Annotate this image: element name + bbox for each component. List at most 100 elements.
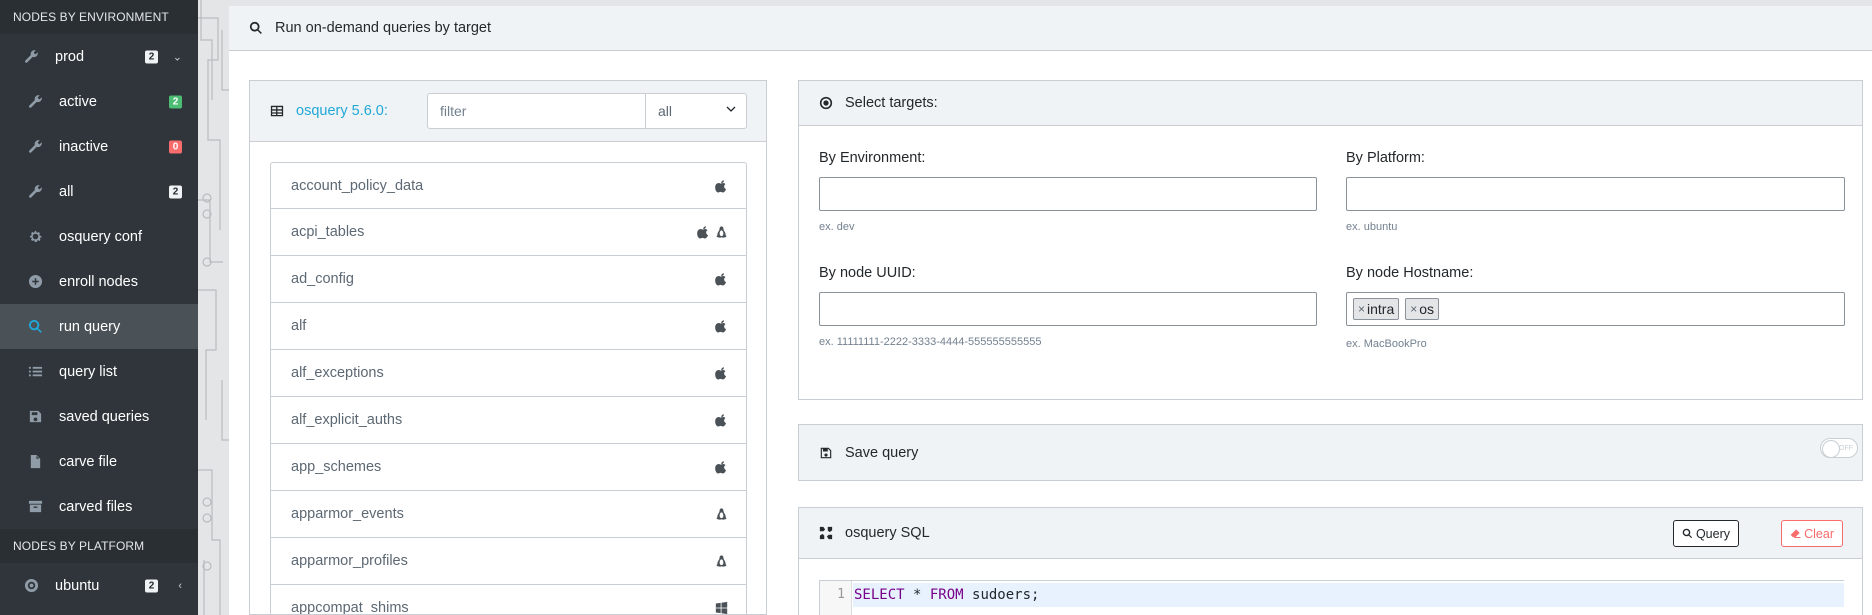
table-row[interactable]: alf_explicit_auths	[270, 397, 747, 444]
sidebar-item-carved-files[interactable]: carved files	[0, 484, 198, 529]
platform-filter-select[interactable]: all	[646, 93, 747, 129]
search-icon	[26, 318, 44, 336]
table-row[interactable]: appcompat_shims	[270, 585, 747, 615]
sidebar-item-enroll-nodes[interactable]: enroll nodes	[0, 259, 198, 304]
main-header: Run on-demand queries by target	[229, 6, 1872, 51]
run-query-button[interactable]: Query	[1672, 520, 1739, 547]
environment-hint: ex. dev	[819, 221, 855, 233]
main-panel: Run on-demand queries by target osquery …	[229, 6, 1872, 615]
select-targets-header: Select targets:	[799, 81, 1862, 126]
table-row[interactable]: apparmor_profiles	[270, 538, 747, 585]
wrench-icon	[26, 93, 44, 111]
count-badge: 2	[145, 50, 158, 63]
hostname-tag[interactable]: ×os	[1405, 298, 1440, 320]
osquery-sql-title: osquery SQL	[845, 525, 930, 541]
sidebar-item-prod[interactable]: prod 2 ⌄	[0, 34, 198, 79]
sidebar-item-ubuntu[interactable]: ubuntu 2 ‹	[0, 563, 198, 608]
apple-icon	[715, 273, 727, 286]
chevron-down-icon[interactable]: ⌄	[172, 51, 182, 63]
sidebar-item-label: enroll nodes	[59, 273, 138, 290]
search-icon	[1682, 528, 1693, 539]
table-row[interactable]: acpi_tables	[270, 209, 747, 256]
sidebar-item-label: osquery conf	[59, 228, 143, 245]
save-query-toggle[interactable]: OFF	[1820, 438, 1858, 458]
tables-header: osquery 5.6.0: all	[250, 81, 766, 142]
osquery-version-link[interactable]: osquery 5.6.0:	[296, 103, 388, 119]
table-row[interactable]: account_policy_data	[270, 162, 747, 209]
environment-label: By Environment:	[819, 150, 926, 166]
sidebar-item-osquery-conf[interactable]: osquery conf	[0, 214, 198, 259]
sidebar-item-active[interactable]: active 2	[0, 79, 198, 124]
file-icon	[26, 453, 44, 471]
uuid-input[interactable]	[819, 292, 1317, 326]
save-query-card: Save query OFF	[798, 424, 1863, 481]
plus-circle-icon	[26, 273, 44, 291]
table-name: appcompat_shims	[291, 600, 409, 615]
wrench-icon	[22, 48, 40, 66]
wrench-icon	[26, 138, 44, 156]
apple-icon	[715, 179, 727, 192]
uuid-hint: ex. 11111111-2222-3333-4444-555555555555	[819, 336, 1042, 348]
ubuntu-icon	[22, 577, 40, 595]
table-name: ad_config	[291, 271, 354, 287]
sidebar-item-label: inactive	[59, 138, 109, 155]
sidebar-item-saved-queries[interactable]: saved queries	[0, 394, 198, 439]
save-query-header: Save query OFF	[799, 425, 1862, 480]
platform-hint: ex. ubuntu	[1346, 221, 1398, 233]
target-icon	[819, 96, 835, 110]
osquery-sql-card: osquery SQL Query Clear 1 SELECT * FROM …	[798, 507, 1863, 615]
table-filter-input[interactable]	[427, 93, 646, 129]
sidebar-item-label: saved queries	[59, 408, 150, 425]
count-badge: 2	[169, 185, 182, 198]
table-icon	[270, 104, 286, 118]
hostname-tag[interactable]: ×intra	[1353, 298, 1400, 320]
sidebar-item-query-list[interactable]: query list	[0, 349, 198, 394]
sidebar-item-carve-file[interactable]: carve file	[0, 439, 198, 484]
hostname-input[interactable]: ×intra ×os	[1346, 292, 1845, 326]
hostname-label: By node Hostname:	[1346, 265, 1474, 281]
chevron-left-icon[interactable]: ‹	[178, 579, 182, 592]
table-name: app_schemes	[291, 459, 382, 475]
linux-icon	[716, 508, 727, 520]
sidebar-item-label: all	[59, 183, 74, 200]
table-row[interactable]: apparmor_events	[270, 491, 747, 538]
windows-icon	[715, 601, 728, 614]
sidebar-item-label: prod	[55, 48, 85, 65]
sql-editor[interactable]: 1 SELECT * FROM sudoers;	[819, 580, 1844, 615]
table-name: alf	[291, 318, 307, 334]
apple-icon	[715, 367, 727, 380]
sidebar-item-all[interactable]: all 2	[0, 169, 198, 214]
sidebar-item-run-query[interactable]: run query	[0, 304, 198, 349]
count-badge: 2	[169, 95, 182, 108]
tag-remove-icon[interactable]: ×	[1410, 302, 1418, 316]
table-row[interactable]: ad_config	[270, 256, 747, 303]
save-icon	[26, 408, 44, 426]
tag-remove-icon[interactable]: ×	[1358, 302, 1366, 316]
apple-icon	[715, 320, 727, 333]
table-name: apparmor_profiles	[291, 553, 408, 569]
osquery-logo-icon	[819, 526, 835, 540]
table-name: alf_exceptions	[291, 365, 384, 381]
chevron-down-icon	[726, 106, 736, 112]
select-targets-title: Select targets:	[845, 95, 938, 111]
table-row[interactable]: alf_exceptions	[270, 350, 747, 397]
table-row[interactable]: app_schemes	[270, 444, 747, 491]
environment-input[interactable]	[819, 177, 1317, 211]
table-name: account_policy_data	[291, 177, 424, 194]
linux-icon	[716, 226, 727, 238]
wrench-icon	[26, 183, 44, 201]
clear-query-button[interactable]: Clear	[1781, 520, 1843, 547]
table-row[interactable]: alf	[270, 303, 747, 350]
tables-card: osquery 5.6.0: all account_policy_data a…	[249, 80, 767, 615]
gear-icon	[26, 228, 44, 246]
apple-icon	[697, 226, 709, 239]
archive-icon	[26, 498, 44, 516]
sidebar-item-inactive[interactable]: inactive 0	[0, 124, 198, 169]
sidebar-item-label: run query	[59, 318, 121, 335]
hostname-hint: ex. MacBookPro	[1346, 338, 1427, 350]
platform-input[interactable]	[1346, 177, 1845, 211]
table-name: acpi_tables	[291, 224, 365, 240]
line-number: 1	[820, 581, 852, 615]
save-icon	[819, 446, 835, 460]
code-line[interactable]: SELECT * FROM sudoers;	[853, 583, 1844, 607]
